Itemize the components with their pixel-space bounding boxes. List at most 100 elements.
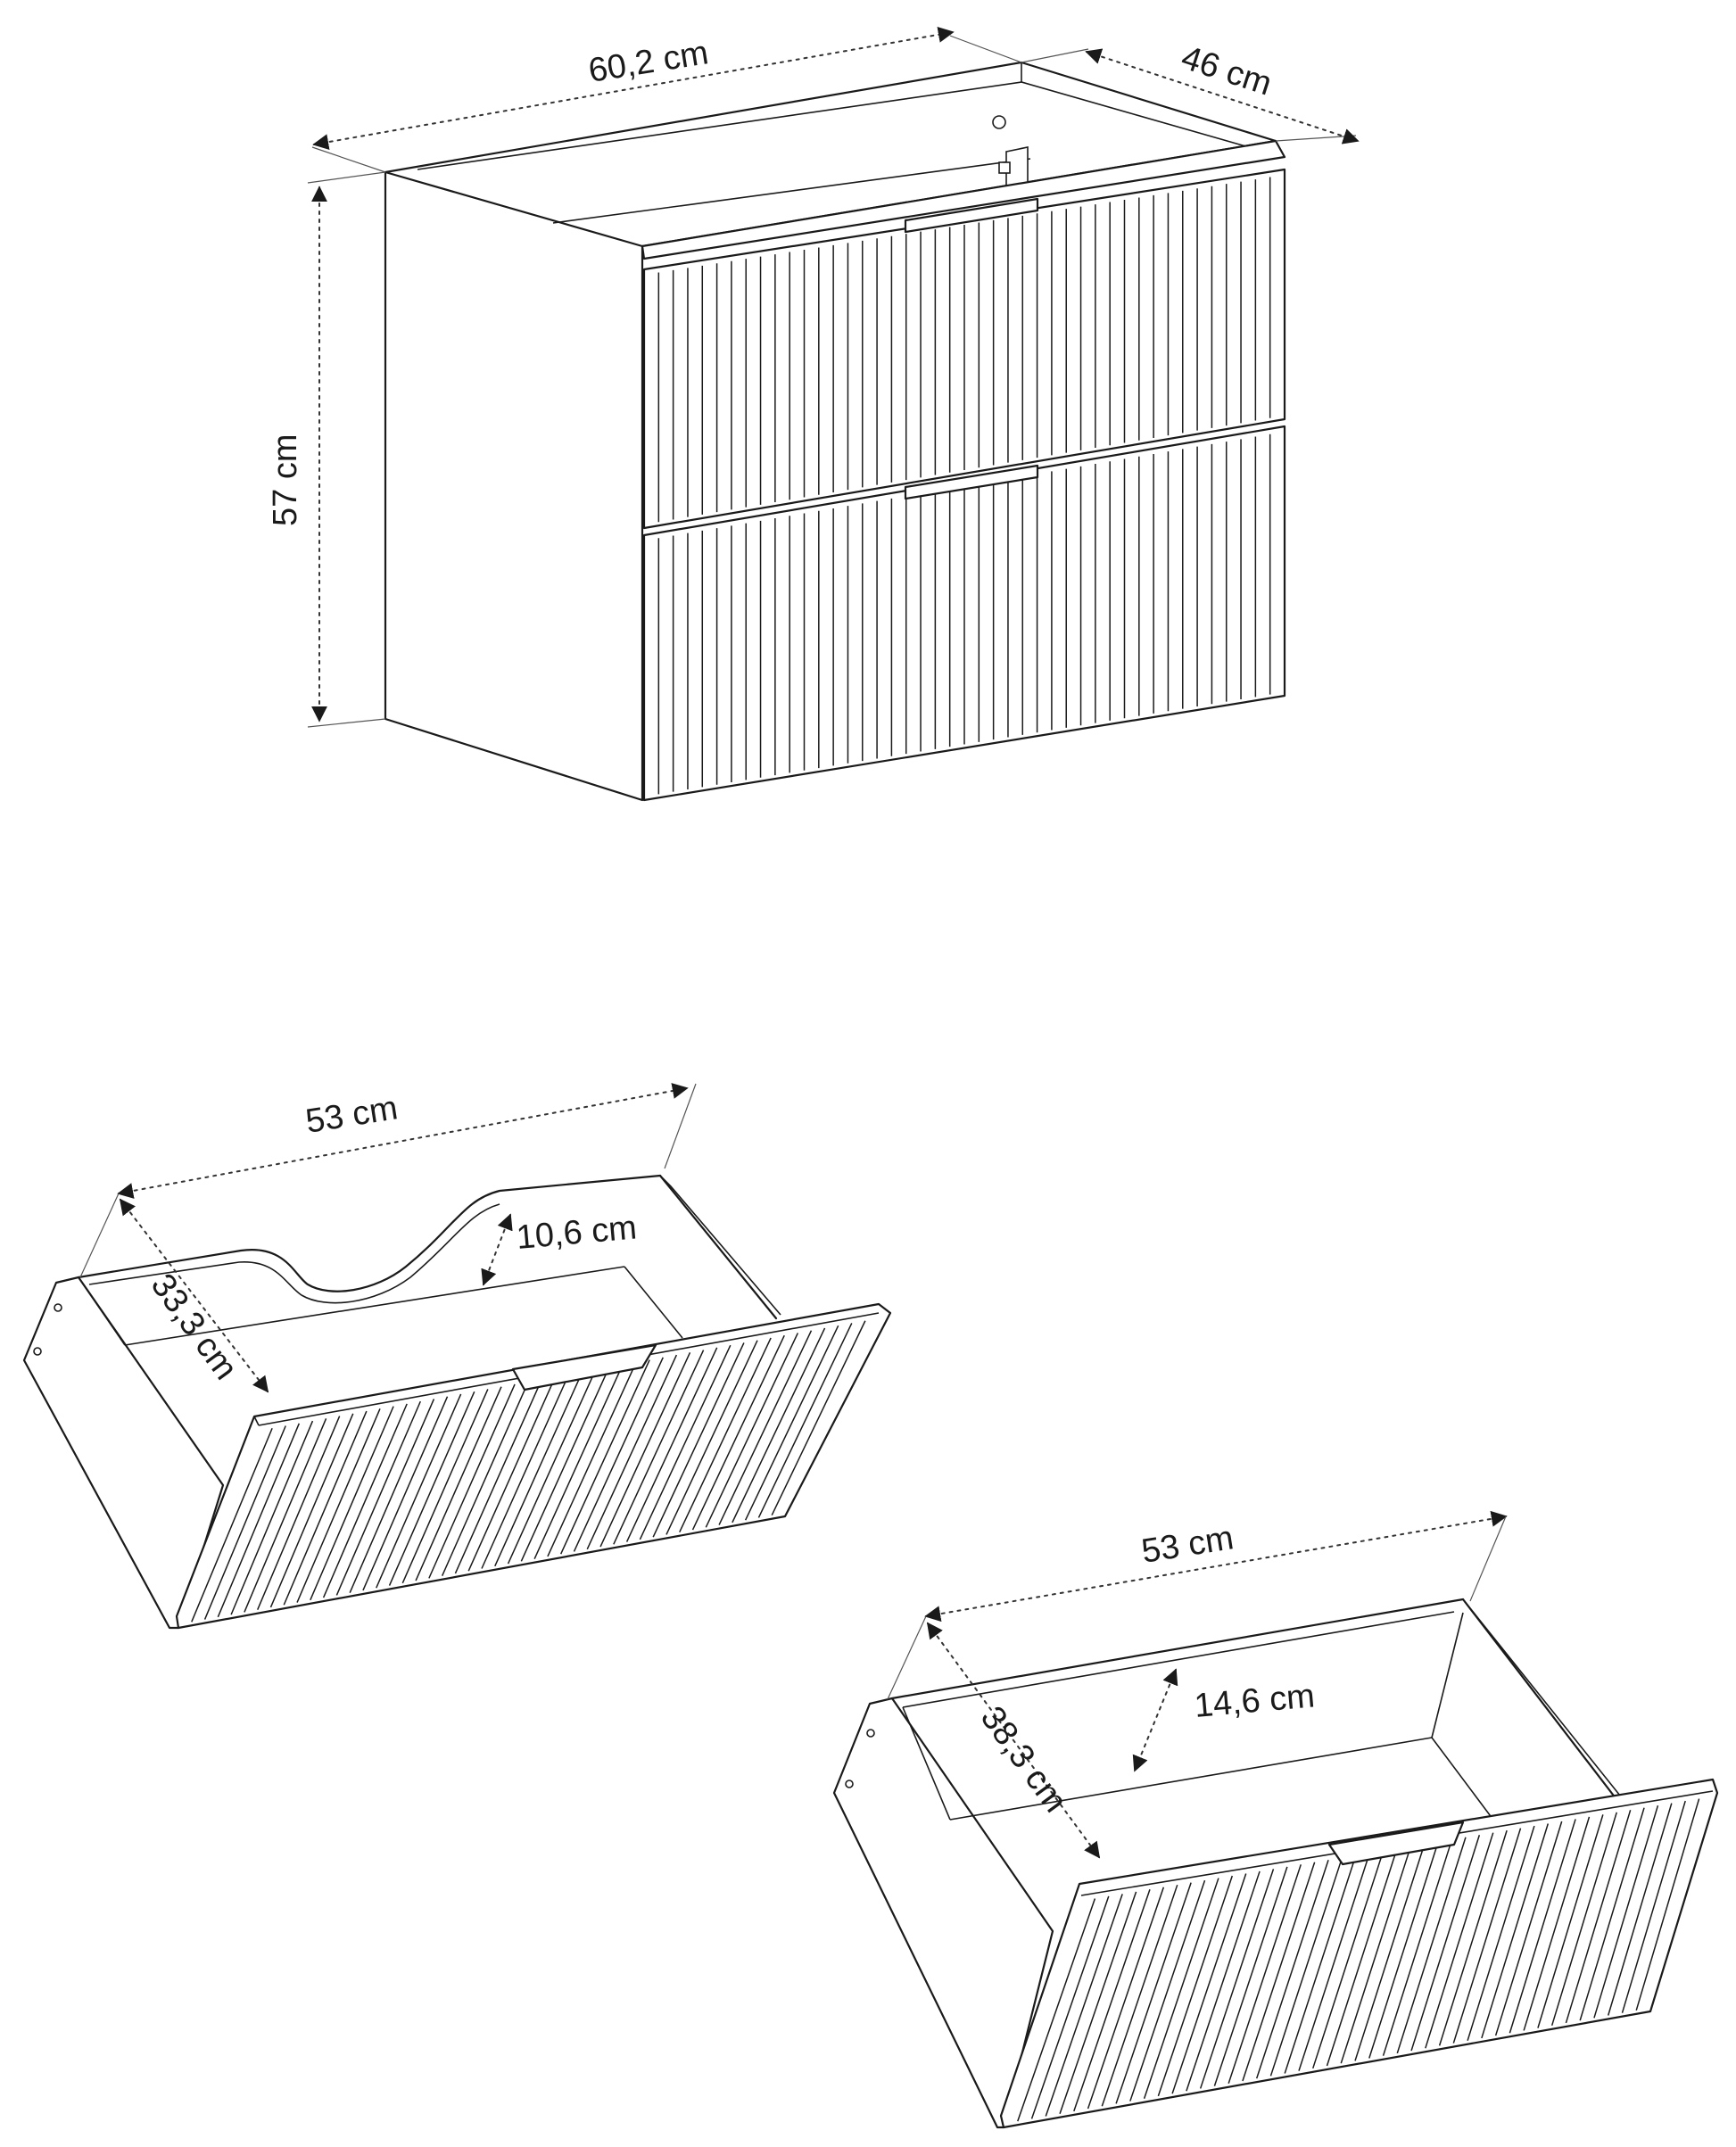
flute-groove: [1017, 1898, 1096, 2122]
flute-groove: [191, 1427, 273, 1623]
flute-groove: [691, 1334, 785, 1531]
flute-groove: [401, 1389, 489, 1584]
flute-groove: [1298, 1853, 1370, 2071]
flute-groove: [310, 1406, 394, 1601]
upper-drawer-handle: [511, 1343, 657, 1391]
flute-groove: [1565, 1810, 1632, 2024]
flute-groove: [1143, 1878, 1219, 2099]
flute-groove: [1242, 1862, 1316, 2082]
flute-groove: [1494, 1821, 1563, 2036]
flute-groove: [665, 1340, 758, 1535]
flute-groove: [533, 1364, 624, 1559]
flute-groove: [1228, 1864, 1302, 2085]
lower-drawer-depth-label: 38,3 cm: [973, 1700, 1074, 1820]
flute-groove: [705, 1333, 799, 1528]
flute-groove: [362, 1396, 449, 1591]
upper-drawer-depth-dimension-line: [119, 1198, 269, 1393]
flute-groove: [1326, 1848, 1398, 2067]
flute-groove: [1368, 1841, 1439, 2059]
flute-groove: [349, 1399, 435, 1593]
flute-groove: [376, 1393, 462, 1589]
vanity-cabinet: 60,2 cm 46 cm 57 cm: [267, 26, 1360, 802]
flute-groove: [507, 1369, 597, 1565]
lower-drawer-width-dimension-line: [924, 1510, 1508, 1623]
flute-groove: [744, 1325, 839, 1521]
flute-groove: [467, 1376, 557, 1572]
cabinet-mount-bracket: [992, 115, 1029, 188]
flute-groove: [415, 1386, 502, 1581]
flute-groove: [1509, 1819, 1576, 2034]
flute-groove: [1101, 1884, 1178, 2107]
upper-drawer-hole-top: [54, 1303, 62, 1312]
cabinet-width-label: 60,2 cm: [586, 34, 711, 90]
flute-groove: [1030, 1895, 1110, 2119]
upper-drawer-flutes: [191, 1320, 866, 1623]
flute-groove: [428, 1383, 516, 1579]
flute-groove: [283, 1410, 368, 1606]
lower-drawer-depth-dimension-line: [926, 1622, 1101, 1859]
flute-groove: [1186, 1870, 1261, 2092]
flute-groove: [1284, 1854, 1357, 2074]
cabinet-front-top-edge: [641, 139, 1286, 260]
lower-drawer-hole-bottom: [845, 1780, 854, 1788]
flute-groove: [481, 1374, 570, 1569]
cabinet-upper-handle: [904, 197, 1039, 234]
cabinet-lower-handle: [904, 464, 1039, 500]
upper-drawer-hole-bottom: [33, 1347, 42, 1356]
flute-groove: [1537, 1814, 1604, 2028]
flute-groove: [613, 1350, 705, 1545]
lower-drawer-handle: [1327, 1821, 1465, 1866]
flute-groove: [1213, 1866, 1288, 2086]
flute-groove: [1621, 1800, 1686, 2013]
flute-groove: [1269, 1857, 1343, 2077]
lower-drawer-height-dimension-line: [1132, 1668, 1178, 1772]
flute-groove: [1199, 1869, 1275, 2089]
flute-groove: [586, 1354, 678, 1550]
flute-groove: [203, 1425, 286, 1620]
lower-drawer-width-label: 53 cm: [1139, 1519, 1236, 1571]
flute-groove: [335, 1400, 421, 1596]
flute-groove: [1045, 1894, 1123, 2117]
flute-groove: [1550, 1812, 1617, 2027]
upper-drawer-height-dimension-line: [481, 1213, 513, 1286]
lower-drawer-flutes: [1017, 1798, 1700, 2122]
flute-groove: [257, 1416, 341, 1610]
lower-drawer-hole-top: [866, 1729, 875, 1738]
cabinet-width-dimension-line: [312, 26, 955, 151]
flute-groove: [1073, 1889, 1151, 2112]
flute-groove: [1425, 1832, 1494, 2049]
lower-drawer: 53 cm 38,3 cm 14,6 cm: [832, 1510, 1719, 2129]
cabinet-height-label: 57 cm: [267, 434, 304, 526]
flute-groove: [1410, 1835, 1481, 2052]
flute-groove: [520, 1367, 610, 1562]
flute-groove: [1171, 1873, 1247, 2094]
flute-groove: [1312, 1850, 1385, 2069]
cabinet-depth-dimension-line: [1085, 48, 1360, 145]
cabinet-lower-drawer-flutes: [657, 434, 1271, 795]
flute-groove: [1481, 1823, 1550, 2039]
upper-drawer-right-side: [658, 1174, 778, 1320]
upper-drawer-depth-label: 33,3 cm: [144, 1268, 244, 1387]
flute-groove: [1607, 1803, 1673, 2016]
flute-groove: [757, 1323, 853, 1518]
flute-groove: [599, 1352, 691, 1548]
flute-groove: [494, 1371, 583, 1567]
flute-groove: [679, 1337, 772, 1533]
flute-groove: [296, 1408, 381, 1603]
flute-groove: [1157, 1875, 1234, 2097]
flute-groove: [1382, 1839, 1453, 2056]
cabinet-depth-label: 46 cm: [1177, 39, 1276, 103]
flute-groove: [652, 1342, 745, 1538]
flute-groove: [269, 1413, 354, 1608]
flute-groove: [1354, 1844, 1426, 2061]
upper-drawer-width-dimension-line: [117, 1083, 689, 1199]
flute-groove: [1255, 1859, 1329, 2079]
lower-drawer-right-side: [1461, 1598, 1624, 1808]
flute-groove: [454, 1379, 542, 1574]
flute-groove: [1452, 1828, 1522, 2044]
flute-groove: [244, 1418, 327, 1613]
upper-drawer: 53 cm 33,3 cm 10,6 cm: [22, 1083, 892, 1630]
flute-groove: [1593, 1804, 1659, 2019]
cabinet-side-panel: [384, 170, 644, 802]
upper-drawer-width-label: 53 cm: [303, 1089, 401, 1141]
